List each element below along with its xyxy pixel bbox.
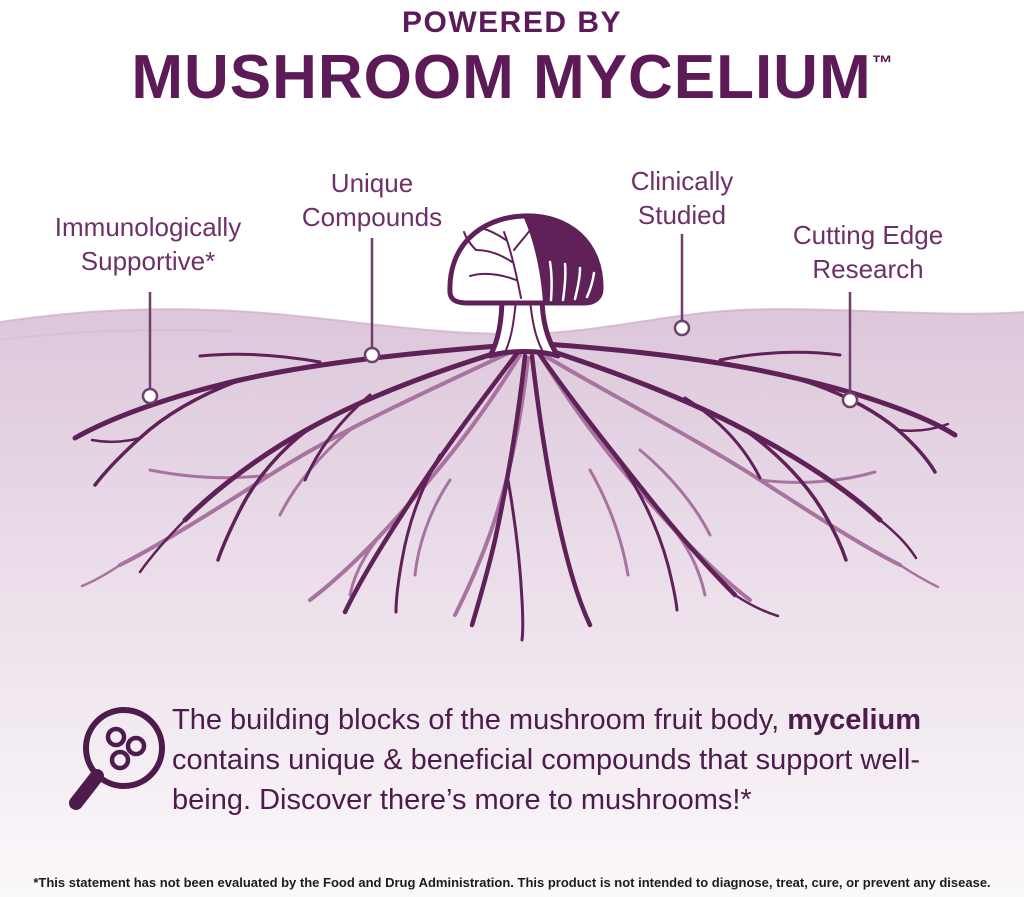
description-paragraph: The building blocks of the mushroom frui… [172, 700, 992, 820]
callout-unique-compounds: Unique Compounds [301, 168, 443, 232]
callout-immunologically-supportive: Immunologically Supportive* [54, 212, 242, 276]
callout-anchor-dots [141, 319, 859, 409]
description-line3: being. Discover there’s more to mushroom… [172, 784, 752, 816]
callout-leader-lines [148, 234, 852, 392]
callout-cutting-edge-research: Cutting Edge Research [792, 220, 944, 284]
fda-disclaimer: *This statement has not been evaluated b… [33, 875, 991, 890]
description-line1: The building blocks of the mushroom frui… [172, 704, 788, 736]
trademark-symbol: ™ [871, 52, 893, 75]
callout-clinically-studied: Clinically Studied [630, 166, 734, 230]
page-title: MUSHROOM MYCELIUM™ [0, 42, 1024, 113]
mycelium-roots-dark [72, 341, 958, 642]
magnifier-icon [69, 707, 165, 810]
description-mycelium-bold: mycelium [787, 704, 922, 736]
mushroom-illustration [447, 213, 604, 359]
kicker-powered-by: POWERED BY [401, 6, 623, 39]
title-text: MUSHROOM MYCELIUM [131, 43, 872, 112]
description-line2: contains unique & beneficial compounds t… [172, 744, 921, 776]
